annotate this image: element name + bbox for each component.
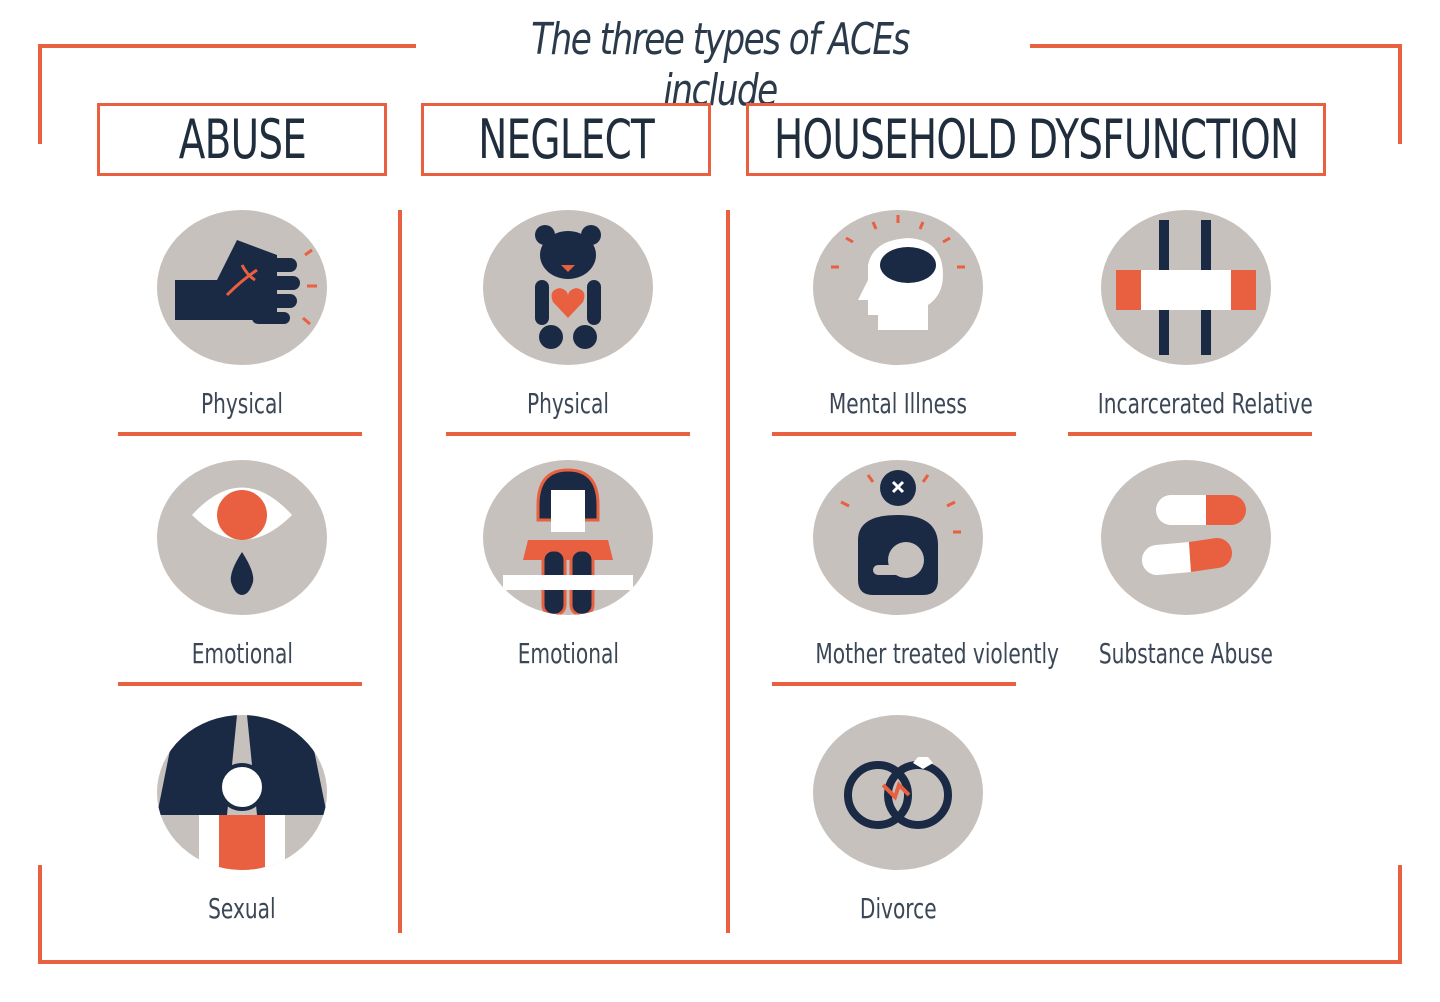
teddy-bear-icon [483,210,653,365]
item-label: Incarcerated Relative [1097,387,1313,420]
item-label: Sexual [208,892,276,925]
category-household-dysfunction: HOUSEHOLD DYSFUNCTION [746,103,1326,176]
frame-left-lower [38,865,42,964]
frame-top-right [1030,44,1402,48]
item-abuse-physical: Physical [112,210,372,420]
category-label: HOUSEHOLD DYSFUNCTION [773,108,1299,171]
item-separator [772,432,1016,436]
item-substance-abuse: Substance Abuse [1056,460,1316,670]
item-separator [1068,432,1312,436]
item-neglect-physical: Physical [438,210,698,420]
category-label: ABUSE [178,108,306,171]
item-label: Physical [526,387,610,420]
item-label: Emotional [517,637,619,670]
item-label: Emotional [191,637,293,670]
crying-eye-icon [157,460,327,615]
item-incarcerated-relative: Incarcerated Relative [1056,210,1316,420]
category-neglect: NEGLECT [421,103,711,176]
item-label: Mother treated violently [815,637,1059,670]
item-label: Mental Illness [828,387,968,420]
item-label: Substance Abuse [1098,637,1274,670]
item-abuse-sexual: Sexual [112,715,372,925]
page-title: The three types of ACEs include [531,14,910,116]
frame-top-left [38,44,416,48]
category-label: NEGLECT [478,108,655,171]
sad-child-icon [483,460,653,615]
mother-child-icon [813,460,983,615]
child-curtain-icon [157,715,327,870]
frame-right-upper [1398,44,1402,144]
fist-icon [157,210,327,365]
prison-bars-hands-icon [1101,210,1271,365]
column-divider [398,210,402,933]
item-separator [118,682,362,686]
brain-head-icon [813,210,983,365]
frame-right-lower [1398,865,1402,964]
broken-rings-icon [813,715,983,870]
category-abuse: ABUSE [97,103,387,176]
item-separator [118,432,362,436]
item-abuse-emotional: Emotional [112,460,372,670]
frame-left-upper [38,44,42,144]
item-mental-illness: Mental Illness [768,210,1028,420]
column-divider [726,210,730,933]
item-label: Divorce [859,892,937,925]
item-divorce: Divorce [768,715,1028,925]
frame-bottom [38,960,1402,964]
pills-icon [1101,460,1271,615]
item-label: Physical [200,387,284,420]
item-separator [446,432,690,436]
item-mother-treated-violently: Mother treated violently [768,460,1059,670]
item-separator [772,682,1016,686]
item-neglect-emotional: Emotional [438,460,698,670]
